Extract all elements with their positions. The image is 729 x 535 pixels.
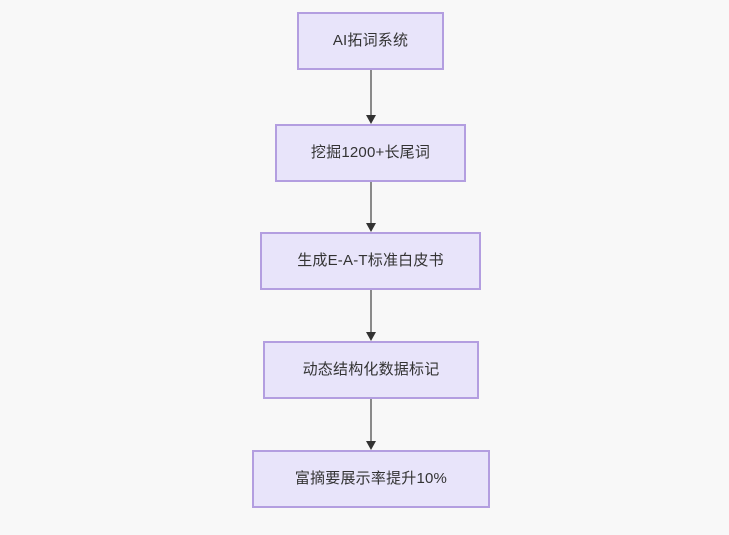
flow-node-label: 挖掘1200+长尾词 xyxy=(310,144,431,161)
edge-line xyxy=(370,399,372,442)
edge-line xyxy=(370,70,372,116)
flow-node-label: 动态结构化数据标记 xyxy=(302,361,440,378)
flow-node-label: 生成E-A-T标准白皮书 xyxy=(297,252,444,269)
flow-node-ai-keyword-system[interactable]: AI拓词系统 xyxy=(297,12,444,70)
arrowhead-icon xyxy=(366,115,376,124)
flow-node-generate-eat-whitepaper[interactable]: 生成E-A-T标准白皮书 xyxy=(260,232,481,290)
flow-node-dynamic-structured-data-markup[interactable]: 动态结构化数据标记 xyxy=(263,341,479,399)
edge-line xyxy=(370,182,372,224)
flow-node-rich-snippet-impression-lift[interactable]: 富摘要展示率提升10% xyxy=(252,450,490,508)
flow-node-mine-longtail-keywords[interactable]: 挖掘1200+长尾词 xyxy=(275,124,466,182)
flow-node-label: 富摘要展示率提升10% xyxy=(294,470,448,487)
flow-node-label: AI拓词系统 xyxy=(332,32,409,49)
edge-line xyxy=(370,290,372,333)
arrowhead-icon xyxy=(366,332,376,341)
arrowhead-icon xyxy=(366,441,376,450)
arrowhead-icon xyxy=(366,223,376,232)
